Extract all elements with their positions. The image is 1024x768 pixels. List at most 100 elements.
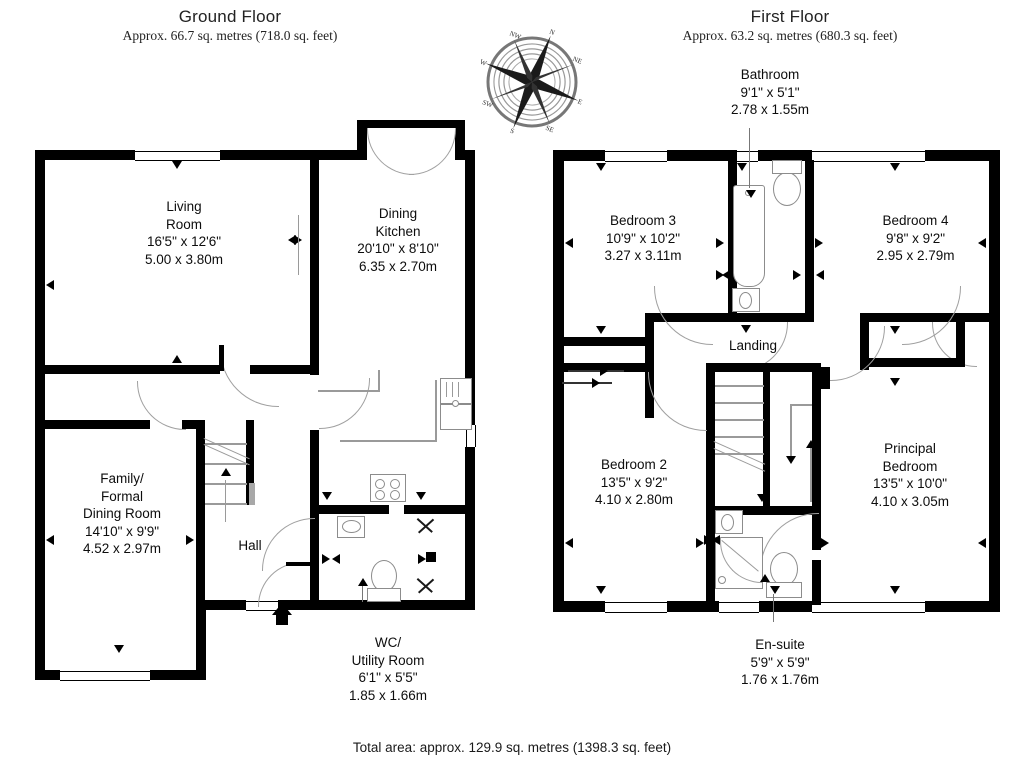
room-label-bedroom-2: Bedroom 2 13'5" x 9'2" 4.10 x 2.80m bbox=[594, 457, 674, 507]
ff-dim-bed4-top bbox=[890, 163, 900, 171]
gf-wall-bay-right bbox=[455, 120, 465, 160]
gf-dim-dining-right bbox=[186, 535, 194, 545]
ff-wall-top-1 bbox=[553, 150, 605, 161]
svg-text:W: W bbox=[479, 58, 488, 68]
gf-wc-toilet-cistern bbox=[367, 588, 401, 602]
gf-stair-direction-arrow bbox=[221, 468, 231, 476]
gf-wall-wing-bottom-l bbox=[35, 670, 60, 680]
gf-dim-wc-right-block bbox=[426, 552, 436, 562]
ff-window-bed4 bbox=[812, 151, 925, 162]
gf-dim-wc-right bbox=[418, 554, 426, 564]
room-label-landing: Landing bbox=[728, 338, 778, 353]
gf-wall-dining-top-2 bbox=[182, 420, 205, 429]
ff-bath-toilet-cistern bbox=[772, 160, 802, 174]
room-label-living-room: Living Room 16'5" x 12'6" 5.00 x 3.80m bbox=[144, 199, 224, 267]
gf-wall-bay-top bbox=[357, 120, 465, 128]
ff-dim-bathroom-leader bbox=[749, 128, 751, 188]
gf-wc-basin-bowl bbox=[342, 520, 361, 533]
ff-wall-bottom-3 bbox=[759, 601, 812, 612]
gf-wall-wc-top bbox=[319, 505, 389, 514]
first-floor-heading: First Floor Approx. 63.2 sq. metres (680… bbox=[610, 6, 970, 45]
room-label-en-suite: En-suite 5'9" x 5'9" 1.76 x 1.76m bbox=[740, 637, 820, 687]
ff-dim-bathroom-top bbox=[737, 163, 747, 171]
gf-dim-dining-left bbox=[46, 535, 54, 545]
gf-wall-right-upper bbox=[465, 150, 475, 425]
gf-window-kitchen-side bbox=[466, 425, 476, 447]
ff-dim-bathroom-right2 bbox=[816, 270, 824, 280]
gf-wall-wing-bottom-r bbox=[150, 670, 206, 680]
ff-wall-ensuite-left bbox=[706, 506, 715, 606]
ff-door-arc-principal bbox=[830, 326, 885, 381]
svg-text:SE: SE bbox=[544, 124, 555, 134]
svg-text:SW: SW bbox=[481, 98, 494, 109]
gf-wall-left-upper bbox=[35, 150, 45, 460]
ff-dim-bed3-top bbox=[596, 163, 606, 171]
ff-wall-bath-left bbox=[728, 172, 737, 322]
ff-dim-bathroom-door bbox=[741, 325, 751, 333]
ff-stair-down-line bbox=[790, 404, 792, 460]
gf-door-arc-living bbox=[220, 348, 279, 407]
gf-wall-dining-top bbox=[35, 420, 150, 429]
ff-dim-bathroom-in bbox=[746, 190, 756, 198]
gf-dim-wc-bottom bbox=[358, 578, 368, 586]
ff-bath-toilet-pan bbox=[773, 172, 801, 206]
ff-wall-stair-divider bbox=[763, 372, 770, 512]
gf-wall-living-bottom bbox=[35, 365, 220, 374]
ff-stair-down-arrow bbox=[786, 456, 796, 464]
ff-dim-bed4-bottom bbox=[890, 326, 900, 334]
ff-window-ensuite bbox=[719, 602, 759, 613]
ff-dim-bed3-right bbox=[716, 238, 724, 248]
ff-wall-bottom-4 bbox=[925, 601, 1000, 612]
ff-wall-top-3 bbox=[758, 150, 812, 161]
ff-dim-bed2-right bbox=[696, 538, 704, 548]
ff-stair-tread-4 bbox=[715, 436, 764, 438]
ground-floor-title: Ground Floor bbox=[178, 7, 282, 26]
gf-dim-dining-bottom bbox=[114, 645, 124, 653]
ff-cupboard-arrow-2 bbox=[592, 378, 600, 388]
gf-dim-wc-top2 bbox=[416, 492, 426, 500]
ff-ensuite-basin-bowl bbox=[721, 514, 734, 531]
gf-sink-bowl bbox=[440, 404, 472, 430]
gf-dim-wc-left2 bbox=[332, 554, 340, 564]
ff-bath-basin-bowl bbox=[739, 292, 752, 309]
gf-wall-right-lower bbox=[465, 447, 475, 610]
ff-wall-bottom-2 bbox=[667, 601, 719, 612]
ff-dim-ensuite-leader bbox=[773, 594, 775, 622]
ff-door-arc-bed2 bbox=[648, 372, 707, 431]
ff-stair-tread-1 bbox=[715, 385, 764, 387]
gf-dim-wc-left bbox=[322, 554, 330, 564]
gf-wall-kitchen-left-lower bbox=[310, 430, 319, 605]
gf-wall-dining-right bbox=[196, 420, 205, 602]
ff-stair-up-line bbox=[810, 448, 812, 502]
gf-wall-wing-right bbox=[196, 600, 206, 680]
gf-wall-wc-top-2 bbox=[404, 505, 475, 514]
gf-door-jamb-living bbox=[219, 345, 224, 371]
gf-worktop-line-v bbox=[435, 380, 437, 442]
gf-stair-centerline bbox=[225, 480, 227, 522]
svg-text:E: E bbox=[577, 97, 584, 106]
ff-dim-ensuite-left2 bbox=[712, 535, 720, 545]
ff-dim-stairs-bottom bbox=[757, 494, 767, 502]
ff-bath-tub bbox=[733, 185, 765, 287]
ground-floor-heading: Ground Floor Approx. 66.7 sq. metres (71… bbox=[50, 6, 410, 45]
ff-wall-cupboard-left bbox=[553, 372, 562, 386]
total-area-text: Total area: approx. 129.9 sq. metres (13… bbox=[352, 740, 672, 755]
gf-stair-wall bbox=[246, 420, 254, 505]
gf-hob-ring-2 bbox=[390, 479, 400, 489]
gf-drainer bbox=[440, 378, 472, 404]
ff-dim-ensuite-bottom bbox=[770, 586, 780, 594]
svg-text:NE: NE bbox=[572, 55, 584, 66]
svg-text:N: N bbox=[548, 28, 556, 37]
gf-stair-newel bbox=[249, 483, 255, 505]
compass-rose: N S W E NW NE SW SE bbox=[476, 26, 588, 138]
gf-drainer-groove-1 bbox=[446, 382, 448, 397]
ff-dim-bathroom-left2 bbox=[722, 270, 730, 280]
gf-window-dining-rear bbox=[60, 671, 150, 681]
gf-stair-tread-1 bbox=[205, 443, 247, 445]
ff-stair-tread-3 bbox=[715, 419, 764, 421]
ff-wall-stair-top bbox=[706, 363, 821, 372]
gf-dim-wc-leader bbox=[362, 586, 364, 602]
gf-hob-ring-1 bbox=[375, 479, 385, 489]
gf-wall-kitchen-left-upper bbox=[310, 160, 319, 375]
gf-door-arc-kitchen bbox=[319, 378, 370, 429]
